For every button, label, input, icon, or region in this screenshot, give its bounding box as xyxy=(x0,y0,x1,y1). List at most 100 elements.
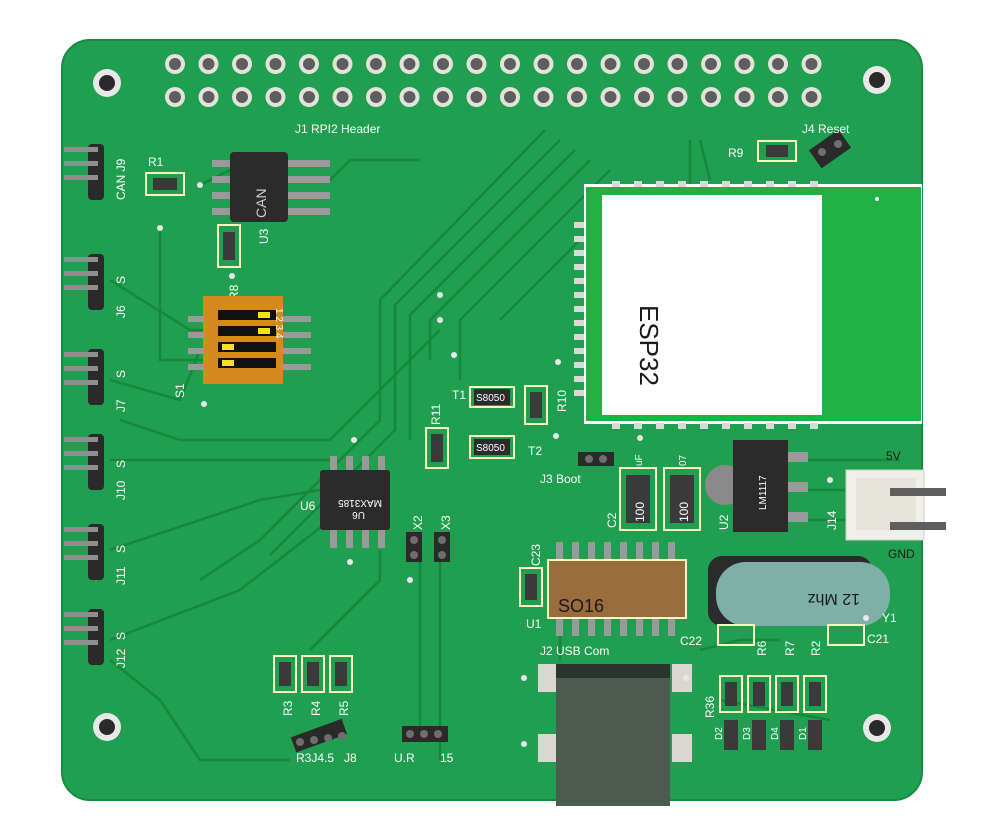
dip-switch-s1 xyxy=(188,296,311,384)
ic-pin xyxy=(588,616,595,636)
reset-header-j4 xyxy=(808,129,852,169)
ic-pin xyxy=(636,616,643,636)
esp-pad xyxy=(744,423,752,429)
label-t2-body: S8050 xyxy=(476,443,505,454)
side-connector xyxy=(64,434,104,490)
label-d1: D1 xyxy=(798,727,809,740)
label-gnd: GND xyxy=(888,547,915,561)
header-j1 xyxy=(165,54,822,107)
header-pin xyxy=(399,87,420,107)
header-pin xyxy=(299,87,319,107)
resistor-array-bottom-right xyxy=(719,675,827,750)
led xyxy=(752,720,766,750)
label-u3-body: CAN xyxy=(253,188,269,218)
esp-pad xyxy=(574,292,584,298)
header-pin xyxy=(567,54,587,74)
esp-pad xyxy=(700,423,708,429)
header-pin xyxy=(265,87,286,107)
label-cap-mark-1: uF xyxy=(634,454,645,466)
esp-pad xyxy=(810,423,818,429)
header-pin xyxy=(433,54,453,74)
resistor-r10 xyxy=(524,385,548,425)
resistors-r3-r5 xyxy=(273,655,353,693)
label-j15-right: 15 xyxy=(440,751,454,765)
resistor-body xyxy=(809,682,821,706)
label-d4: D4 xyxy=(770,727,781,740)
esp-pad xyxy=(656,181,664,187)
label-u1: U1 xyxy=(526,617,542,631)
esp-pad xyxy=(574,278,584,284)
ic-pin xyxy=(668,542,675,562)
resistor-r8 xyxy=(217,224,241,268)
header-pin xyxy=(332,54,353,74)
label-crystal: 12 Mhz xyxy=(808,590,860,607)
label-r10: R10 xyxy=(555,390,569,412)
ic-u1-body xyxy=(547,559,687,619)
side-connector xyxy=(64,144,104,200)
esp-pad xyxy=(574,306,584,312)
label-cap-100: 100 xyxy=(677,502,691,522)
resistor-r1 xyxy=(145,172,185,196)
label-j7: J7 xyxy=(114,399,128,412)
esp-pad xyxy=(574,362,584,368)
label-j6-s: S xyxy=(114,276,128,284)
esp32-module xyxy=(584,184,922,424)
header-pin xyxy=(801,87,822,107)
header-j8 xyxy=(290,718,348,753)
ic-pin xyxy=(652,616,659,636)
resistor-r9 xyxy=(757,140,797,162)
esp-pad xyxy=(574,376,584,382)
label-c2: C2 xyxy=(605,512,619,528)
transistor-t1 xyxy=(469,386,515,408)
header-pin xyxy=(198,87,219,107)
header-pin xyxy=(500,87,520,107)
capacitor-c22 xyxy=(717,624,755,646)
header-pin xyxy=(667,87,688,107)
label-t2: T2 xyxy=(528,444,542,458)
resistor-body xyxy=(781,682,793,706)
label-u2: U2 xyxy=(717,514,731,530)
label-u6-sub: U6 xyxy=(352,509,365,520)
header-pin xyxy=(232,54,252,74)
esp-pad xyxy=(766,181,774,187)
usb-connector-j2 xyxy=(538,664,692,806)
header-pin xyxy=(466,54,487,74)
label-j12: J12 xyxy=(114,648,128,668)
header-pin xyxy=(198,54,219,74)
label-j4-reset: J4 Reset xyxy=(802,122,850,136)
ic-pin xyxy=(620,616,627,636)
header-pin xyxy=(667,54,688,74)
esp-pad xyxy=(574,250,584,256)
jumpers-x2-x3 xyxy=(406,532,450,562)
header-pin xyxy=(600,87,621,107)
label-y1: Y1 xyxy=(882,611,897,625)
resistor xyxy=(803,675,827,713)
header-pin xyxy=(768,87,788,107)
label-j10-s: S xyxy=(114,460,128,468)
header-pin xyxy=(232,87,252,107)
ic-pin xyxy=(604,616,611,636)
led xyxy=(808,720,822,750)
label-r4: R4 xyxy=(309,700,323,716)
label-c23: C23 xyxy=(529,544,543,566)
label-t1-body: S8050 xyxy=(476,393,505,404)
header-pin xyxy=(533,87,554,107)
ic-pin xyxy=(668,616,675,636)
side-connector xyxy=(64,524,104,580)
esp-pad xyxy=(574,348,584,354)
esp-pad xyxy=(612,181,620,187)
label-j7-s: S xyxy=(114,370,128,378)
vias xyxy=(157,182,869,747)
header-pin xyxy=(701,54,721,74)
label-can-j9: CAN J9 xyxy=(114,158,128,200)
resistor-body xyxy=(753,682,765,706)
label-u6-body: MAX3185 xyxy=(338,497,382,508)
resistor-r11 xyxy=(425,427,449,469)
led xyxy=(724,720,738,750)
ic-pin xyxy=(556,542,563,562)
ic-pin xyxy=(572,616,579,636)
esp-pad xyxy=(634,423,642,429)
header-pin xyxy=(734,54,755,74)
esp-pad xyxy=(678,423,686,429)
header-pin xyxy=(768,54,788,74)
